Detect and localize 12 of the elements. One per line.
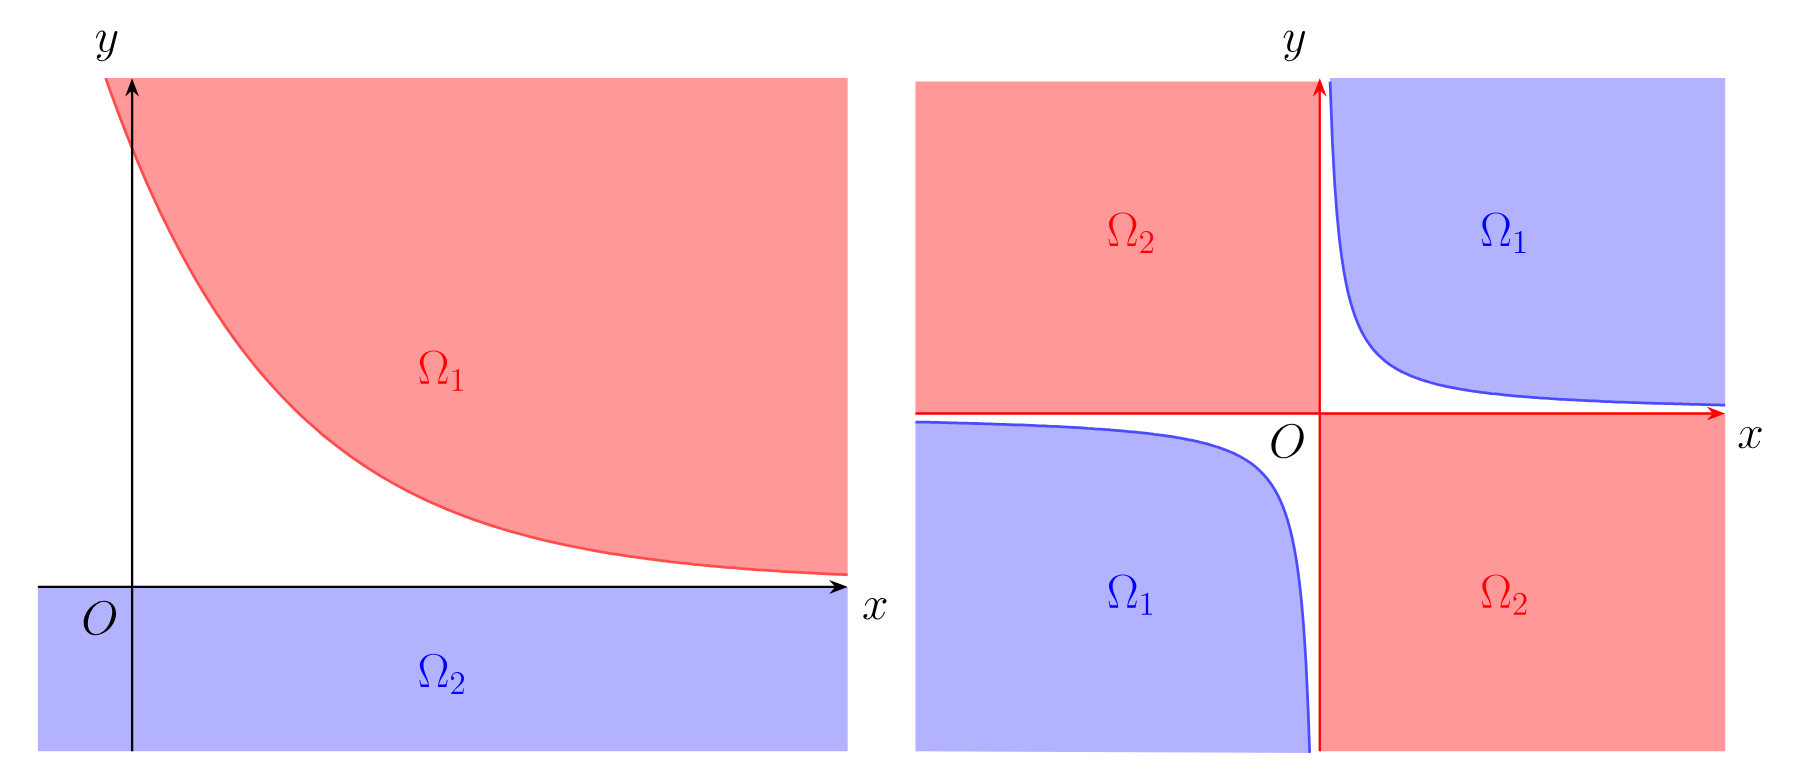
- origin-label: $O$: [83, 600, 117, 635]
- region-label: $\Omega_1$: [1481, 212, 1526, 253]
- axis-label: $x$: [863, 597, 887, 620]
- axis-label: $y$: [1283, 30, 1306, 62]
- axis-label: $y$: [95, 30, 118, 62]
- axis-label: $x$: [1738, 426, 1762, 449]
- region-label: $\Omega_2$: [1481, 574, 1527, 615]
- origin-label: $O$: [1271, 423, 1304, 459]
- region-label: $\Omega_1$: [419, 350, 463, 391]
- region-label: $\Omega_2$: [1108, 212, 1154, 253]
- region-label: $\Omega_1$: [1108, 574, 1153, 615]
- region-label: $\Omega_2$: [419, 653, 464, 694]
